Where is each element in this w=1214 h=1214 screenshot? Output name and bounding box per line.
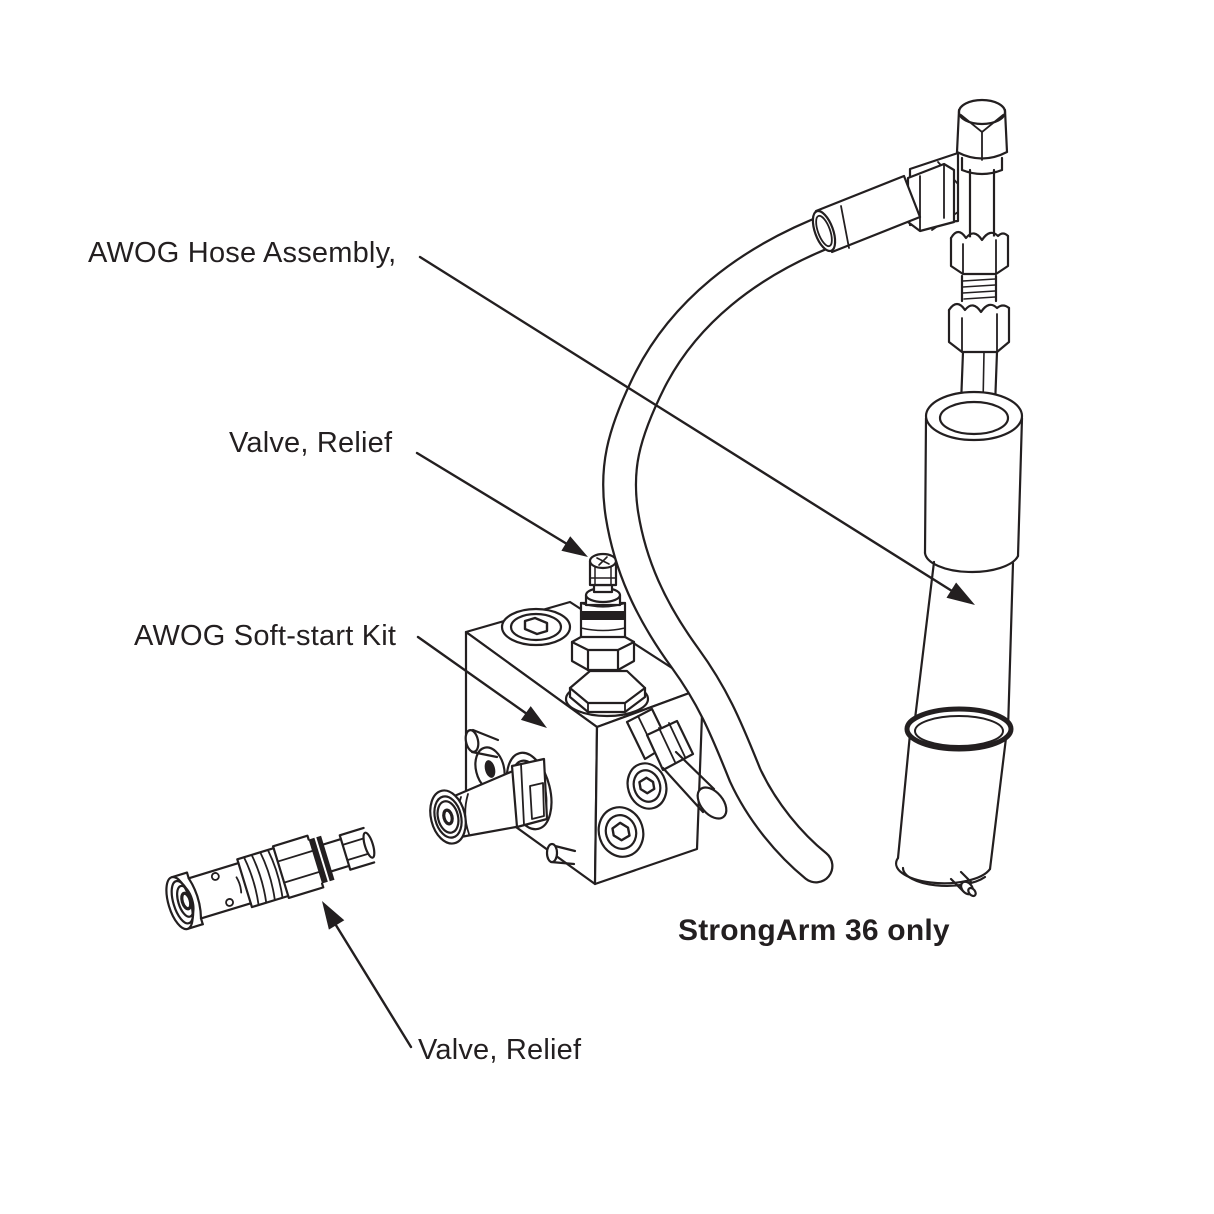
relief-valve-installed [570,552,636,672]
hose [601,210,853,884]
label-valve-relief-top: Valve, Relief [229,427,393,459]
left-port-tube [429,751,553,845]
leader-arrows [322,255,975,1049]
label-valve-relief-bottom: Valve, Relief [418,1034,582,1066]
hex-plug-top [564,669,650,718]
label-soft-start-kit: AWOG Soft-start Kit [134,620,397,652]
relief-valve-loose [165,826,376,931]
socket-plug-right-lower [597,806,645,858]
leader-hose-assembly [418,255,975,605]
hose-port-fitting [625,707,728,820]
leader-soft-start-kit [416,635,547,728]
tee-fitting-assembly [811,98,1009,254]
socket-plug-right-upper [626,762,668,810]
dowel-pin-lower [545,842,577,866]
strongarm-cylinder-assembly [895,230,1024,898]
leader-valve-relief-top [415,451,588,557]
leader-valve-relief-bottom [322,901,413,1049]
dowel-pin-upper [464,728,500,759]
label-strongarm-note: StrongArm 36 only [678,914,950,947]
socket-plug-top [500,607,572,647]
soft-start-manifold-block [429,552,728,886]
label-hose-assembly: AWOG Hose Assembly, [88,237,397,269]
